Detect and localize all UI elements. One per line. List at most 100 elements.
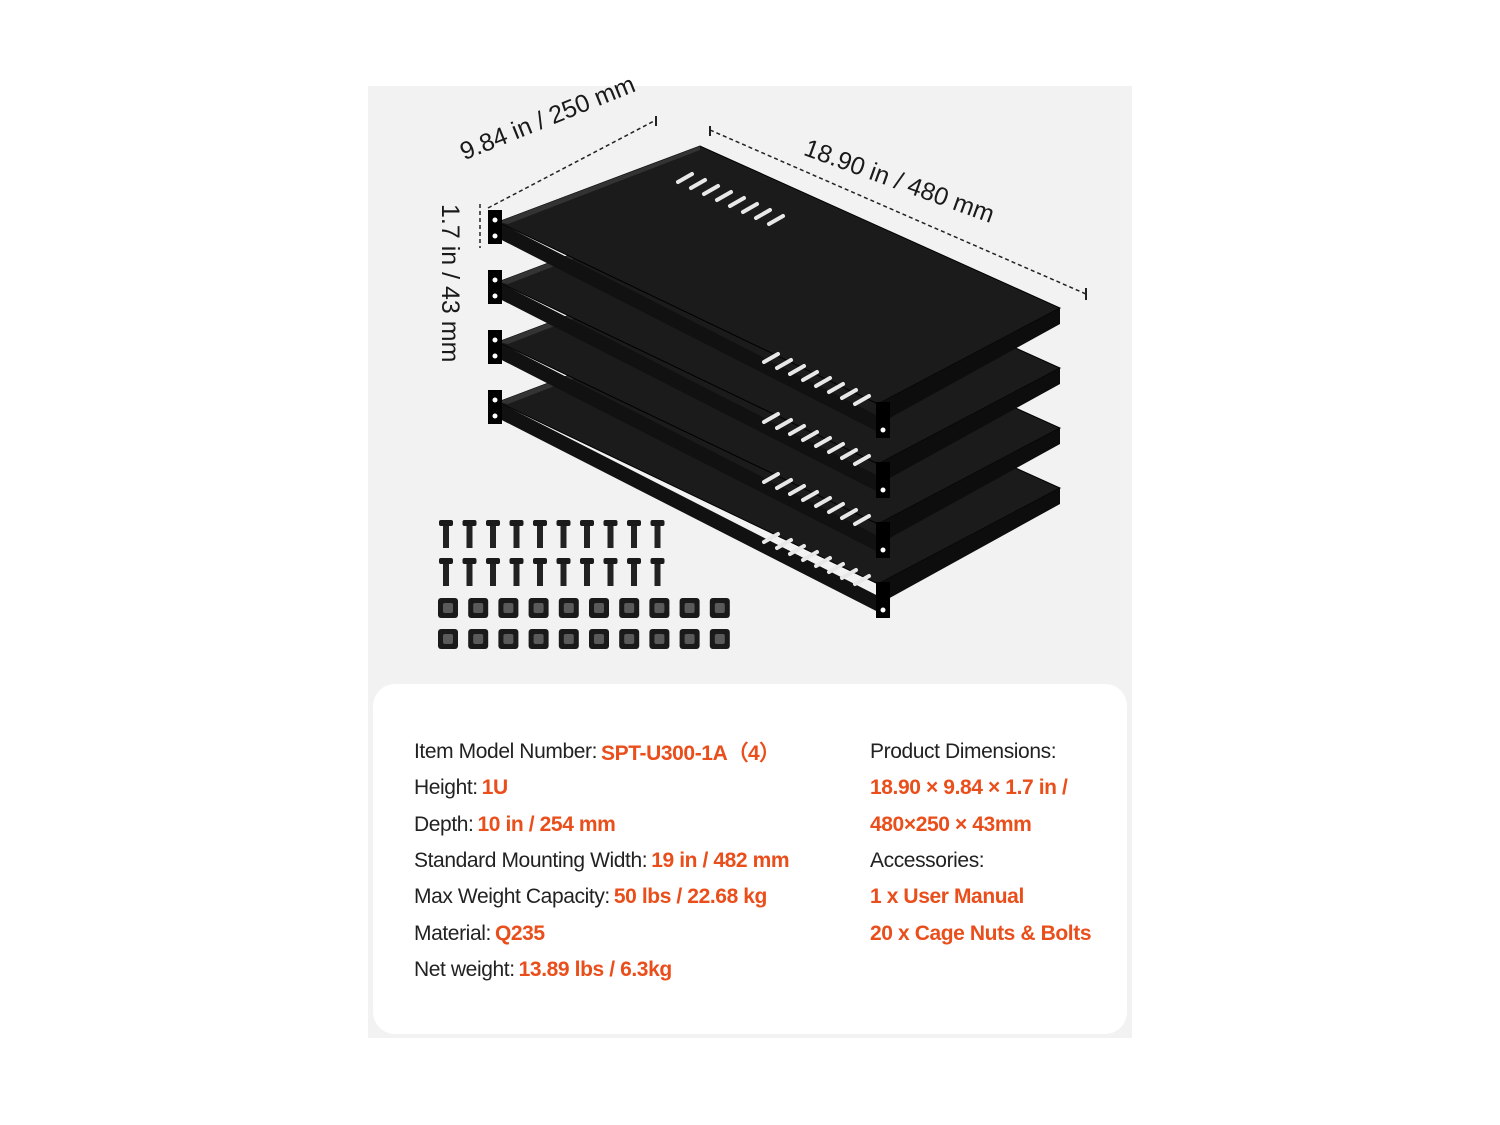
vent-slot — [676, 172, 694, 184]
bolt-head — [509, 558, 524, 564]
shelf-back-wall — [498, 146, 700, 224]
bolt-shaft — [631, 526, 637, 548]
cage-nut-center — [563, 603, 574, 613]
width-dimension-line — [487, 119, 657, 209]
mounting-ear — [876, 582, 890, 618]
product-dimensions-line-2: 480×250 × 43mm — [870, 812, 1032, 836]
shelf-side-wall — [878, 368, 1060, 480]
mounting-hole — [880, 487, 886, 493]
mounting-hole — [492, 277, 498, 283]
cage-nut-center — [684, 634, 695, 644]
bolt-head — [533, 520, 547, 526]
vent-slot — [827, 562, 845, 574]
bolt-head — [439, 520, 453, 526]
cage-nut-center — [533, 603, 544, 613]
accessories-title: Accessories: — [870, 849, 985, 873]
spec-row-material: Material: Q235 — [414, 915, 789, 951]
spec-label: Max Weight Capacity: — [414, 885, 610, 909]
vent-slot — [801, 370, 819, 382]
product-dimensions-title: Product Dimensions: — [870, 740, 1057, 764]
bolt-shaft — [560, 564, 567, 586]
accessory-item-manual: 1 x User Manual — [870, 885, 1024, 909]
vent-slot — [689, 178, 707, 190]
spec-label: Material: — [414, 921, 491, 945]
bolt-shaft — [607, 564, 614, 586]
vent-slot — [801, 490, 819, 502]
hardware-kit — [438, 520, 730, 649]
mounting-ear — [876, 402, 890, 438]
vent-slot — [814, 436, 832, 448]
rack-shelf-illustration — [438, 116, 1087, 649]
cage-nut-center — [684, 603, 695, 613]
spec-value: 10 in / 254 mm — [477, 812, 616, 836]
vent-slot — [788, 544, 806, 556]
bolt-head — [627, 520, 641, 526]
bolt-head — [486, 520, 500, 526]
vent-slot — [702, 184, 720, 196]
dimensions-accessories-list: Product Dimensions: 18.90 × 9.84 × 1.7 i… — [870, 734, 1091, 952]
cage-nut-center — [533, 634, 544, 644]
spec-value: 1U — [481, 776, 508, 800]
vent-slot — [788, 424, 806, 436]
bolt-head — [650, 520, 665, 526]
shelf-front-face — [490, 276, 886, 496]
cage-nut-center — [714, 603, 725, 613]
vent-slot — [788, 364, 806, 376]
bolt-head — [462, 520, 477, 526]
mounting-hole — [492, 293, 498, 299]
mounting-ear — [876, 522, 890, 558]
bolt-head — [627, 558, 641, 564]
bolt-shaft — [584, 564, 590, 586]
spec-row-model: Item Model Number: SPT-U300-1A（4） — [414, 734, 789, 770]
cage-nut-center — [654, 603, 665, 613]
mounting-hole — [880, 427, 886, 433]
spec-row-mounting-width: Standard Mounting Width: 19 in / 482 mm — [414, 843, 790, 879]
vent-slot — [840, 568, 858, 580]
spec-list: Item Model Number: SPT-U300-1A（4） Height… — [414, 734, 790, 988]
vent-slot — [775, 418, 793, 430]
vent-slot — [775, 358, 793, 370]
bolt-head — [462, 558, 477, 564]
mounting-hole — [492, 233, 498, 239]
mounting-ear — [488, 390, 502, 424]
shelf-front-face — [490, 396, 886, 616]
cage-nut-center — [443, 634, 453, 644]
vent-slot — [827, 442, 845, 454]
bolt-head — [439, 558, 453, 564]
spec-value: 19 in / 482 mm — [651, 849, 790, 873]
cage-nut-center — [503, 634, 514, 644]
spec-value: 50 lbs / 22.68 kg — [613, 885, 768, 909]
bolt-shaft — [443, 526, 449, 548]
mounting-hole — [492, 217, 498, 223]
vent-slot — [840, 388, 858, 400]
spec-label: Depth: — [414, 812, 474, 836]
bolt-head — [580, 558, 594, 564]
shelf-side-wall — [878, 488, 1060, 600]
shelf-side-wall — [878, 428, 1060, 540]
vent-slot — [853, 574, 871, 586]
spec-label: Standard Mounting Width: — [414, 849, 648, 873]
spec-label: Height: — [414, 776, 478, 800]
bolt-head — [486, 558, 500, 564]
shelf-front-face — [490, 216, 886, 436]
cage-nut-center — [594, 603, 604, 613]
spec-row-weight-capacity: Max Weight Capacity: 50 lbs / 22.68 kg — [414, 879, 789, 915]
mounting-hole — [880, 607, 886, 613]
height-dimension-label: 1.7 in / 43 mm — [436, 204, 464, 363]
product-card: 9.84 in / 250 mm 18.90 in / 480 mm 1.7 i… — [368, 70, 1132, 1038]
vent-slot — [775, 538, 793, 550]
cage-nut-center — [624, 603, 635, 613]
vent-slot — [775, 478, 793, 490]
bolt-shaft — [654, 564, 661, 586]
bolt-head — [533, 558, 547, 564]
spec-row-height: Height: 1U — [414, 770, 789, 806]
bolt-shaft — [443, 564, 449, 586]
spec-label: Net weight: — [414, 957, 515, 981]
mounting-hole — [492, 337, 498, 343]
bolt-head — [580, 520, 594, 526]
accessory-item-cage-nuts: 20 x Cage Nuts & Bolts — [870, 921, 1092, 945]
spec-label: Item Model Number: — [414, 740, 598, 764]
bolt-shaft — [490, 526, 496, 548]
mounting-ear — [488, 210, 502, 244]
bolt-shaft — [513, 564, 520, 586]
